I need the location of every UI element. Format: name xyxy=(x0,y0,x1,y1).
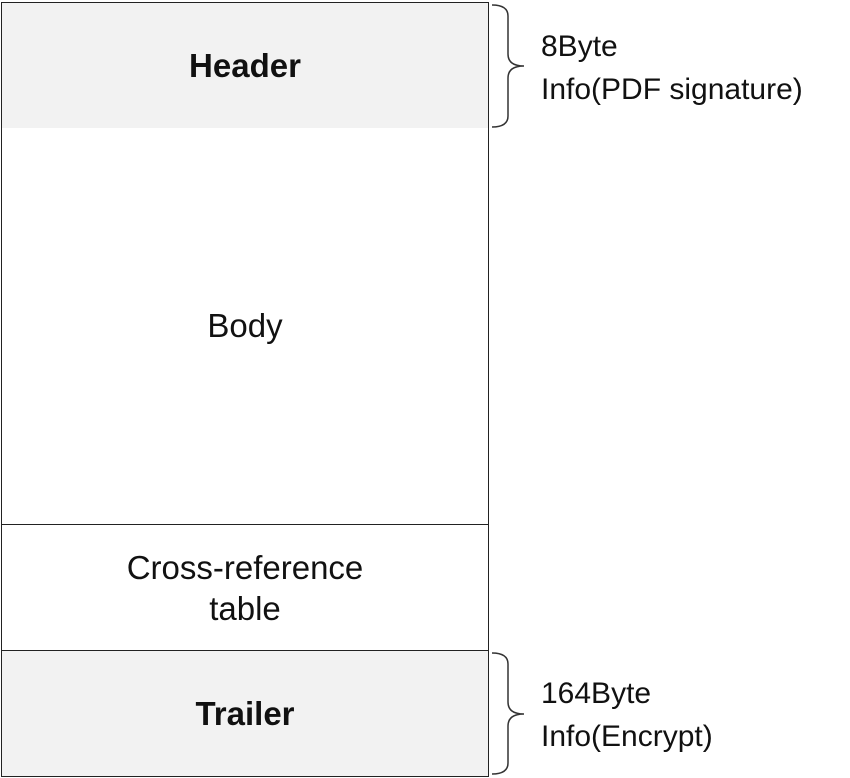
trailer-annotation-size: 164Byte xyxy=(541,677,652,710)
body-block: Body xyxy=(1,128,489,525)
cross-reference-table-label: Cross-reference table xyxy=(127,547,364,630)
cross-reference-table-block: Cross-reference table xyxy=(1,524,489,652)
trailer-annotation-info: Info(Encrypt) xyxy=(541,719,713,753)
cross-reference-table-label-line2: table xyxy=(209,590,281,627)
cross-reference-table-label-line1: Cross-reference xyxy=(126,548,364,586)
header-annotation: 8Byte Info(PDF signature) xyxy=(541,26,803,111)
trailer-block-label: Trailer xyxy=(195,694,295,732)
header-block-label: Header xyxy=(189,47,301,85)
trailer-brace xyxy=(491,652,525,775)
header-annotation-size: 8Byte xyxy=(541,30,618,63)
trailer-annotation: 164Byte Info(Encrypt) xyxy=(541,673,713,758)
header-annotation-info: Info(PDF signature) xyxy=(541,72,803,106)
trailer-block: Trailer xyxy=(1,650,489,777)
header-brace xyxy=(491,4,525,128)
body-block-label: Body xyxy=(207,307,283,345)
header-block: Header xyxy=(1,2,489,130)
